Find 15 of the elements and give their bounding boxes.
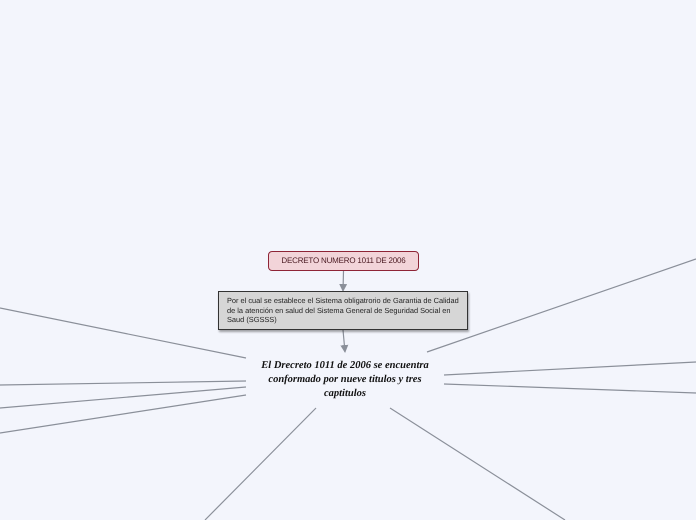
connector-line: [0, 380, 246, 386]
connector-line: [444, 361, 696, 376]
connector-line: [340, 330, 348, 353]
node-text: El Drecreto 1011 de 2006 se encuentra conformado por nueve titulos y tres captitulos: [260, 359, 430, 401]
description-box: [218, 291, 468, 330]
connector-line: [390, 408, 566, 520]
connector-line: [0, 394, 246, 434]
connector-line: [0, 307, 246, 359]
node-text: DECRETO NUMERO 1011 DE 2006: [281, 255, 406, 267]
connector-line: [204, 408, 316, 520]
title-box: [268, 251, 419, 271]
connector-line: [0, 386, 246, 409]
connector-line: [444, 383, 696, 394]
connector-line: [339, 270, 348, 292]
connector-line: [426, 258, 696, 353]
